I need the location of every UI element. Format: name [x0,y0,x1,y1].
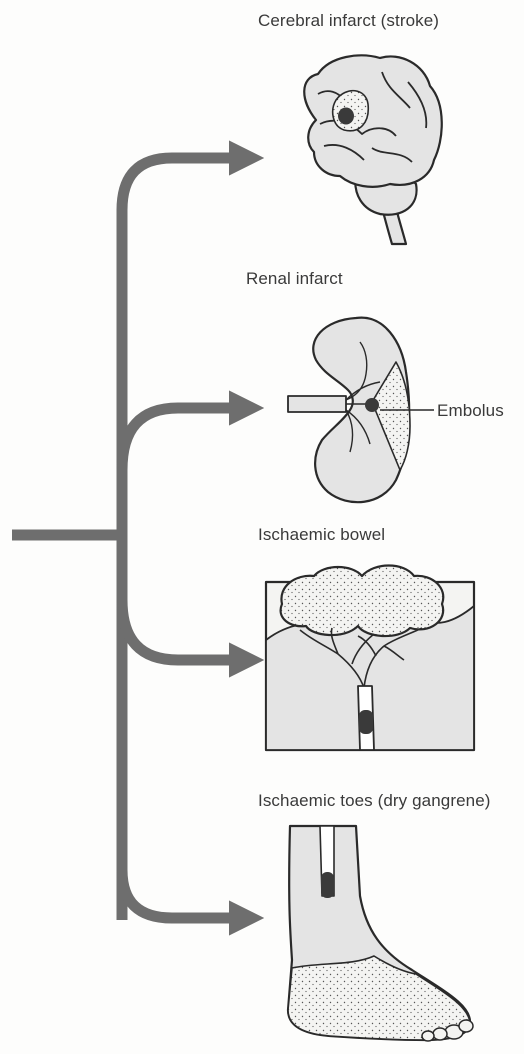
infarcted-bowel [281,566,444,637]
toe [422,1031,434,1041]
ischaemic-bowel-label: Ischaemic bowel [258,525,385,545]
bowel-illustration [266,566,474,751]
ischaemic-toes-label: Ischaemic toes (dry gangrene) [258,791,491,811]
stroke-label: Cerebral infarct (stroke) [258,11,439,31]
kidney-illustration [288,318,434,503]
arrow-to-kidney [122,408,236,470]
bowel-embolus [359,710,373,734]
foot-illustration [288,826,473,1041]
gangrene-area [288,956,470,1040]
embolus-label: Embolus [437,401,504,421]
trunk-line [122,158,172,920]
renal-artery [288,396,346,412]
arrow-to-bowel [122,600,236,660]
brain-embolus [338,108,354,125]
arrow-to-foot [122,870,236,918]
kidney-embolus [365,398,379,412]
branching-arrows [12,158,236,920]
toe [433,1028,447,1040]
toe [459,1020,473,1032]
renal-infarct-label: Renal infarct [246,269,343,289]
brain-illustration [304,55,442,244]
foot-embolus [321,872,334,898]
